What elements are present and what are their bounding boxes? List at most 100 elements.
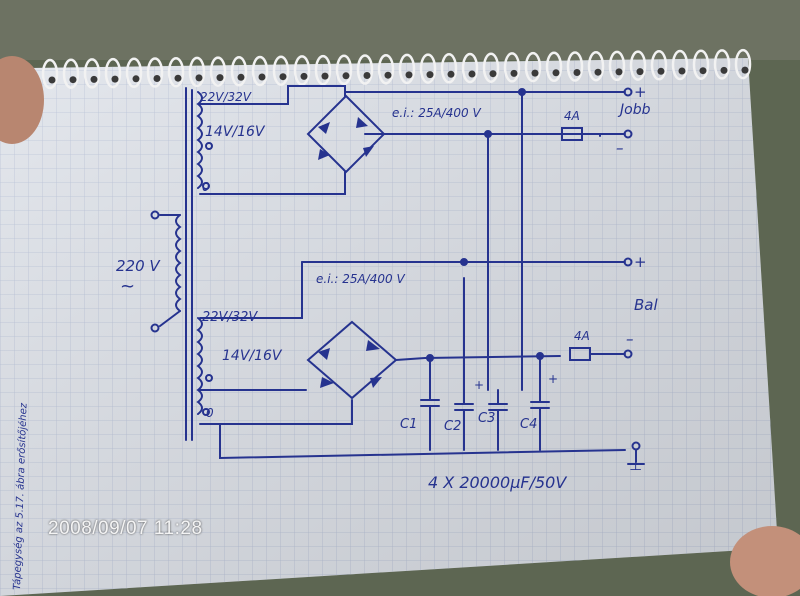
- spiral-hole: [678, 67, 686, 75]
- capacitor-c3-label: C3: [478, 411, 495, 426]
- circuit-drawing: [150, 85, 645, 465]
- spiral-ring: [629, 50, 647, 81]
- spiral-ring: [293, 55, 311, 86]
- left-channel-label: Bal: [634, 296, 658, 314]
- spiral-hole: [405, 71, 413, 79]
- mains-ac-symbol: ~: [120, 276, 135, 297]
- spiral-ring: [692, 49, 710, 80]
- spiral-hole: [636, 68, 644, 76]
- spiral-ring: [377, 53, 395, 85]
- spiral-hole: [741, 66, 749, 74]
- spiral-ring: [608, 50, 626, 82]
- spiral-hole: [552, 69, 560, 77]
- mains-voltage-label: 220 V: [116, 257, 161, 275]
- spiral-hole: [216, 74, 224, 82]
- spiral-ring: [272, 55, 290, 86]
- spiral-hole: [153, 75, 161, 82]
- spiral-hole: [195, 74, 203, 82]
- spiral-hole: [90, 75, 98, 83]
- capacitor-c4-polarity: +: [548, 372, 558, 386]
- spiral-ring: [83, 58, 101, 89]
- spiral-ring: [167, 56, 185, 88]
- spiral-hole: [111, 75, 119, 83]
- spiral-ring: [671, 49, 689, 81]
- spiral-ring: [125, 57, 143, 89]
- spiral-ring: [104, 57, 122, 89]
- lower-fuse-label: 4A: [574, 329, 590, 343]
- spiral-hole: [531, 69, 539, 77]
- spiral-hole: [279, 73, 287, 81]
- spiral-ring: [503, 52, 521, 83]
- spiral-ring: [440, 53, 458, 84]
- spiral-hole: [384, 71, 392, 79]
- spiral-ring: [314, 54, 332, 86]
- spiral-hole: [258, 73, 266, 81]
- spiral-ring: [41, 58, 59, 90]
- spiral-hole: [300, 72, 308, 80]
- spiral-ring: [398, 53, 416, 85]
- notebook-page: [0, 58, 778, 596]
- left-thumb: [0, 56, 44, 144]
- spiral-ring: [251, 55, 269, 87]
- spiral-ring: [650, 50, 668, 81]
- spiral-hole: [447, 70, 455, 78]
- spiral-hole: [342, 72, 350, 80]
- spiral-hole: [363, 72, 371, 79]
- spiral-hole: [720, 66, 728, 74]
- spiral-hole: [489, 70, 497, 78]
- spiral-hole: [594, 68, 602, 76]
- lower-tap-top-label: 22V/32V: [202, 310, 258, 325]
- upper-plus-terminal-label: +: [634, 83, 647, 101]
- capacitor-c4-label: C4: [520, 417, 537, 432]
- spiral-ring: [587, 50, 605, 82]
- spiral-hole: [69, 76, 77, 84]
- spiral-binding: [41, 48, 752, 90]
- spiral-ring: [461, 52, 479, 84]
- lower-minus-terminal-label: –: [626, 330, 634, 348]
- spiral-ring: [566, 51, 584, 82]
- spiral-ring: [545, 51, 563, 83]
- spiral-ring: [146, 57, 164, 88]
- upper-minus-terminal-label: –: [616, 139, 624, 157]
- right-thumb: [730, 526, 800, 596]
- ground-symbol: ⊥: [629, 456, 642, 474]
- capacitor-c1-label: C1: [400, 417, 417, 432]
- lower-tap-zero-label: 0: [206, 406, 214, 420]
- spiral-hole: [321, 72, 329, 80]
- spiral-hole: [468, 70, 476, 78]
- spiral-hole: [426, 71, 434, 79]
- spiral-hole: [615, 68, 623, 76]
- spiral-hole: [174, 74, 182, 82]
- lower-tap-mid-label: 14V/16V: [222, 348, 283, 364]
- lower-plus-terminal-label: +: [634, 253, 647, 271]
- right-channel-label: Jobb: [617, 102, 651, 118]
- upper-bridge-rating: e.i.: 25A/400 V: [392, 106, 481, 120]
- spiral-ring: [524, 51, 542, 83]
- capacitor-c2-label: C2: [444, 419, 461, 434]
- lower-bridge-rating: e.i.: 25A/400 V: [316, 272, 405, 286]
- spiral-hole: [657, 67, 665, 75]
- spiral-ring: [335, 54, 353, 86]
- spiral-hole: [237, 73, 245, 81]
- upper-tap-zero-label: 0: [202, 180, 210, 194]
- spiral-ring: [209, 56, 227, 87]
- photo-timestamp: 2008/09/07 11:28: [48, 518, 203, 539]
- spiral-ring: [419, 53, 437, 84]
- upper-tap-top-label: 22V/32V: [200, 90, 252, 104]
- capacitor-spec-label: 4 X 20000µF/50V: [428, 473, 567, 492]
- spiral-ring: [230, 56, 248, 87]
- spiral-ring: [713, 49, 731, 80]
- upper-tap-mid-label: 14V/16V: [205, 124, 266, 140]
- spiral-hole: [48, 76, 56, 84]
- spiral-ring: [482, 52, 500, 83]
- spiral-hole: [132, 75, 140, 83]
- spiral-ring: [734, 48, 752, 80]
- spiral-hole: [573, 69, 581, 76]
- spiral-ring: [62, 58, 80, 89]
- spiral-ring: [356, 54, 374, 85]
- capacitor-c2-polarity: +: [474, 378, 484, 392]
- spiral-ring: [188, 56, 206, 88]
- spiral-hole: [510, 69, 518, 77]
- upper-fuse-label: 4A: [564, 109, 580, 123]
